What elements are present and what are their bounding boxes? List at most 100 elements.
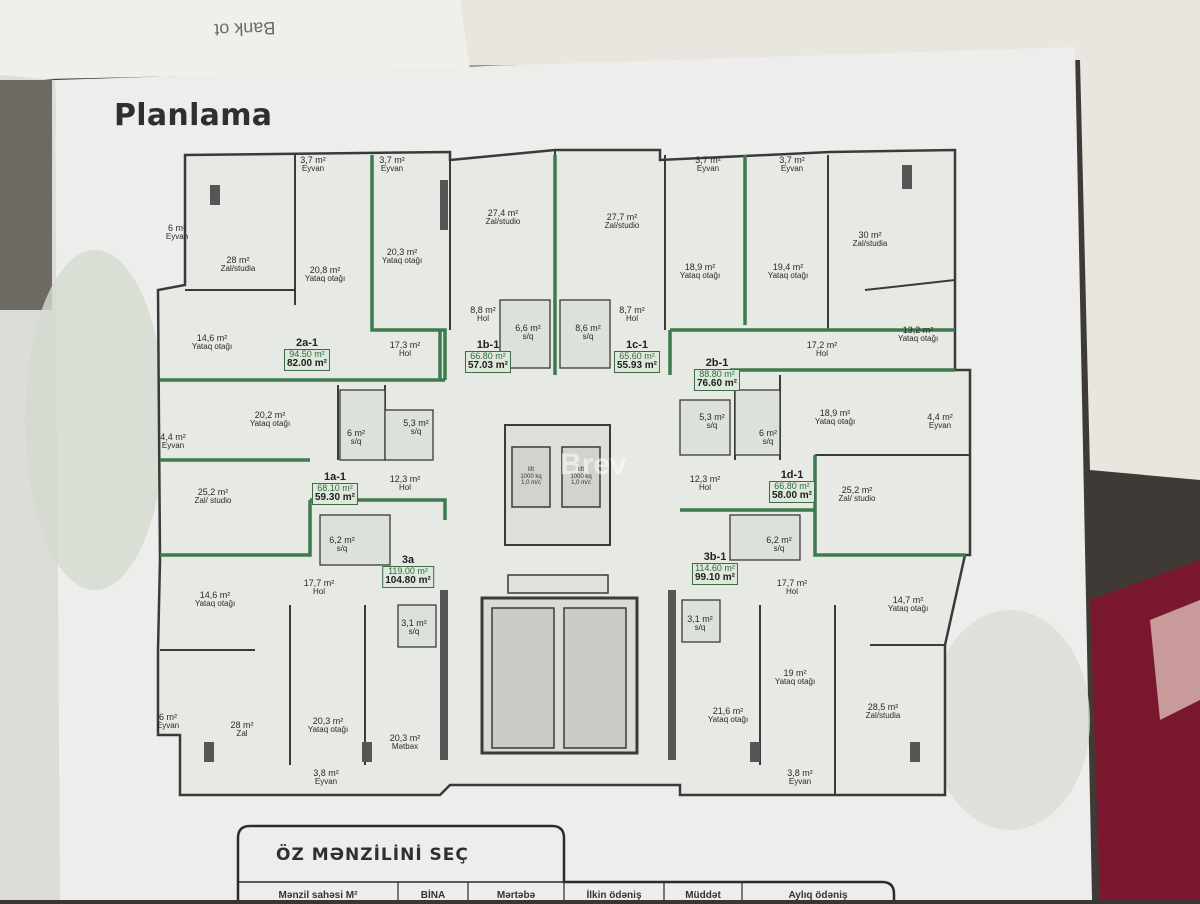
room-area: 3,1 m² <box>687 614 713 625</box>
room-area: 6 m² <box>347 428 365 439</box>
room-name: Yataq otağı <box>679 271 721 281</box>
apartment-code: 3a <box>401 554 415 566</box>
room-name: Hol <box>476 314 490 324</box>
room-area: 27,7 m² <box>606 212 638 223</box>
apartment-living-area: 82.00 m² <box>286 358 328 370</box>
room-area: 20,3 m² <box>389 733 421 744</box>
room-area: 30 m² <box>858 230 882 241</box>
room-area: 12,3 m² <box>389 474 421 485</box>
room-name: Zal/ studio <box>194 496 232 506</box>
room-area: 3,8 m² <box>787 768 813 779</box>
selector-column-header: Müddət <box>685 890 721 901</box>
room-area: 19,4 m² <box>772 262 804 273</box>
room-name: s/q <box>773 544 785 554</box>
selector-column-header: Aylıq ödəniş <box>788 890 848 901</box>
selector-title: ÖZ MƏNZİLİNİ SEÇ <box>276 845 469 865</box>
room-name: Zal/studia <box>220 264 256 274</box>
room-name: s/q <box>522 332 534 342</box>
room-name: Eyvan <box>780 164 804 174</box>
page-title: Planlama <box>114 98 273 133</box>
apartment-code: 1d-1 <box>780 469 804 481</box>
room-area: 17,2 m² <box>806 340 838 351</box>
room-name: s/q <box>694 623 706 633</box>
room-area: 14,7 m² <box>892 595 924 606</box>
room-name: s/q <box>336 544 348 554</box>
room-name: s/q <box>762 437 774 447</box>
bathroom-blocks <box>319 299 801 648</box>
lift-label-line: 1000 kq <box>570 473 592 480</box>
room-name: Eyvan <box>314 777 338 787</box>
lift-label-line: lift <box>527 467 534 474</box>
room-area: 6,2 m² <box>766 535 792 546</box>
lift-shaft <box>511 446 551 508</box>
room-area: 6,2 m² <box>329 535 355 546</box>
apartment-total-area: 94.50 m² <box>289 349 325 359</box>
lift-label-line: 1,0 m/c <box>571 480 591 487</box>
room-area: 6 m² <box>158 712 177 723</box>
room-area: 20,3 m² <box>386 247 418 258</box>
room-name: Hol <box>785 587 799 597</box>
room-name: Hol <box>815 349 829 359</box>
room-name: Yataq otağı <box>707 715 749 725</box>
stairwell <box>563 607 627 749</box>
room-name: Hol <box>398 483 412 493</box>
room-area: 27,4 m² <box>487 208 519 219</box>
room-area: 20,8 m² <box>309 265 341 276</box>
room-name: Yataq otağı <box>249 419 291 429</box>
room-area: 6 m² <box>167 223 186 234</box>
room-area: 14,6 m² <box>196 333 228 344</box>
apartment-living-area: 58.00 m² <box>771 490 813 502</box>
apartment-living-area: 76.60 m² <box>696 378 738 390</box>
room-name: Eyvan <box>301 164 325 174</box>
room-area: 3,7 m² <box>695 155 721 166</box>
room-name: Mətbəx <box>391 742 419 752</box>
room-name: Eyvan <box>696 164 720 174</box>
room-area: 3,1 m² <box>401 618 427 629</box>
room-area: 28 m² <box>230 720 254 731</box>
room-name: Zal/studio <box>604 221 640 231</box>
room-area: 12,3 m² <box>689 474 721 485</box>
room-area: 3,8 m² <box>313 768 339 779</box>
room-area: 8,7 m² <box>619 305 645 316</box>
room-area: 21,6 m² <box>712 706 744 717</box>
room-area: 17,7 m² <box>776 578 808 589</box>
room-name: Hol <box>698 483 712 493</box>
selector-column-header: İlkin ödəniş <box>586 890 642 901</box>
room-area: 19 m² <box>783 668 807 679</box>
room-area: 6,6 m² <box>515 323 541 334</box>
room-name: Eyvan <box>788 777 812 787</box>
room-name: Yataq otağı <box>887 604 929 614</box>
room-name: Yataq otağı <box>767 271 809 281</box>
apartment-living-area: 59.30 m² <box>314 492 356 504</box>
site-logo-watermark: Brev <box>560 448 627 481</box>
